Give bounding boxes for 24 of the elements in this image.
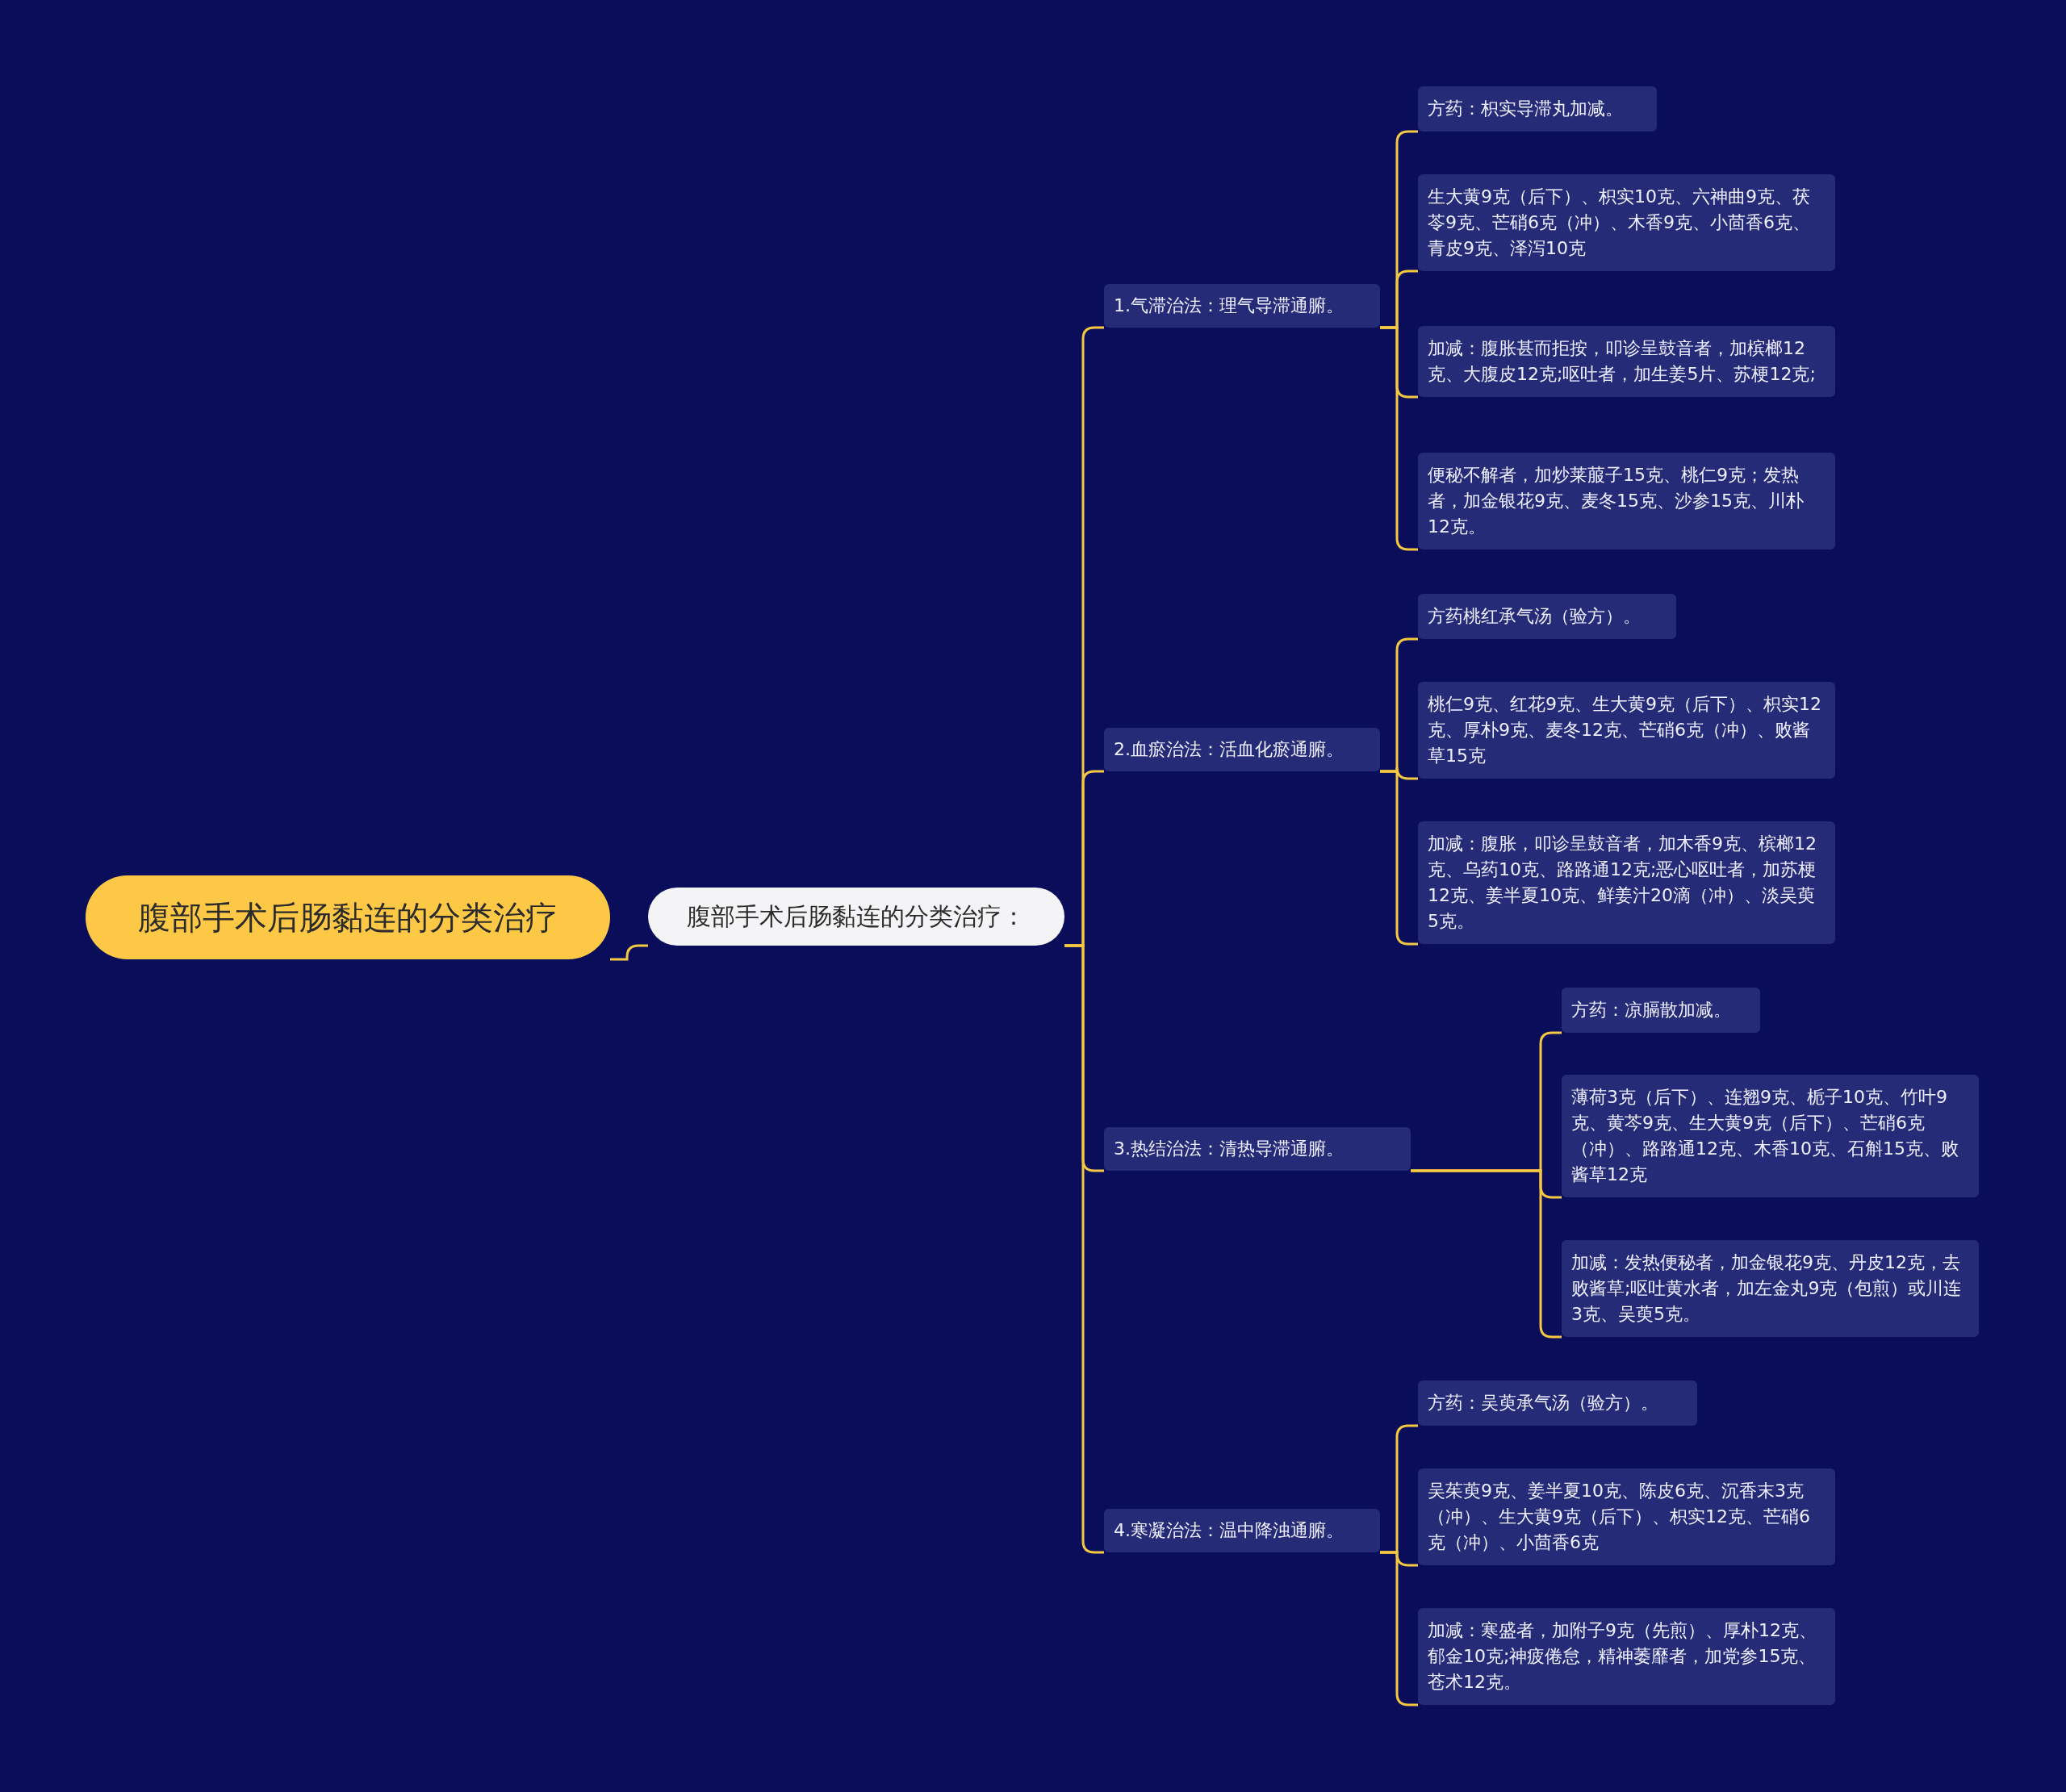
connector-line (1380, 1551, 1418, 1706)
leaf-topic: 方药：枳实导滞丸加减。 (1418, 86, 1657, 132)
leaf-topic: 加减：腹胀，叩诊呈鼓音者，加木香9克、槟榔12克、乌药10克、路路通12克;恶心呕吐者，加苏梗12克、姜半夏10克、鲜姜汁20滴（冲）、淡吴萸5克。 (1418, 821, 1835, 944)
leaf-topic: 加减：腹胀甚而拒按，叩诊呈鼓音者，加槟榔12克、大腹皮12克;呕吐者，加生姜5片、苏梗12克; (1418, 326, 1835, 397)
leaf-topic: 加减：发热便秘者，加金银花9克、丹皮12克，去败酱草;呕吐黄水者，加左金丸9克（包煎）或川连3克、吴萸5克。 (1562, 1240, 1979, 1337)
leaf-topic: 方药桃红承气汤（验方）。 (1418, 594, 1676, 639)
branch-topic: 2.血瘀治法：活血化瘀通腑。 (1104, 728, 1380, 771)
leaf-topic: 加减：寒盛者，加附子9克（先煎）、厚朴12克、郁金10克;神疲倦怠，精神萎靡者，加党参15克、苍术12克。 (1418, 1608, 1835, 1705)
branch-topic: 4.寒凝治法：温中降浊通腑。 (1104, 1509, 1380, 1552)
root-topic: 腹部手术后肠黏连的分类治疗 (86, 875, 610, 959)
leaf-topic: 桃仁9克、红花9克、生大黄9克（后下）、枳实12克、厚朴9克、麦冬12克、芒硝6克（冲）、败酱草15克 (1418, 682, 1835, 779)
branch-topic: 3.热结治法：清热导滞通腑。 (1104, 1127, 1411, 1171)
leaf-topic: 薄荷3克（后下）、连翘9克、栀子10克、竹叶9克、黄芩9克、生大黄9克（后下）、芒硝6克（冲）、路路通12克、木香10克、石斛15克、败酱草12克 (1562, 1075, 1979, 1197)
connector-line (1380, 770, 1418, 946)
leaf-topic: 方药：吴萸承气汤（验方）。 (1418, 1381, 1697, 1426)
main-topic: 腹部手术后肠黏连的分类治疗： (648, 888, 1064, 946)
leaf-topic: 方药：凉膈散加减。 (1562, 988, 1760, 1033)
branch-topic: 1.气滞治法：理气导滞通腑。 (1104, 284, 1380, 328)
connector-line (1411, 1169, 1562, 1339)
connector-line (610, 944, 648, 961)
leaf-topic: 生大黄9克（后下）、枳实10克、六神曲9克、茯苓9克、芒硝6克（冲）、木香9克、小茴香6克、青皮9克、泽泻10克 (1418, 174, 1835, 271)
leaf-topic: 便秘不解者，加炒莱菔子15克、桃仁9克；发热者，加金银花9克、麦冬15克、沙参15克、川朴12克。 (1418, 453, 1835, 549)
leaf-topic: 吴茱萸9克、姜半夏10克、陈皮6克、沉香末3克（冲）、生大黄9克（后下）、枳实12克、芒硝6克（冲）、小茴香6克 (1418, 1468, 1835, 1565)
connector-line (1380, 326, 1418, 551)
